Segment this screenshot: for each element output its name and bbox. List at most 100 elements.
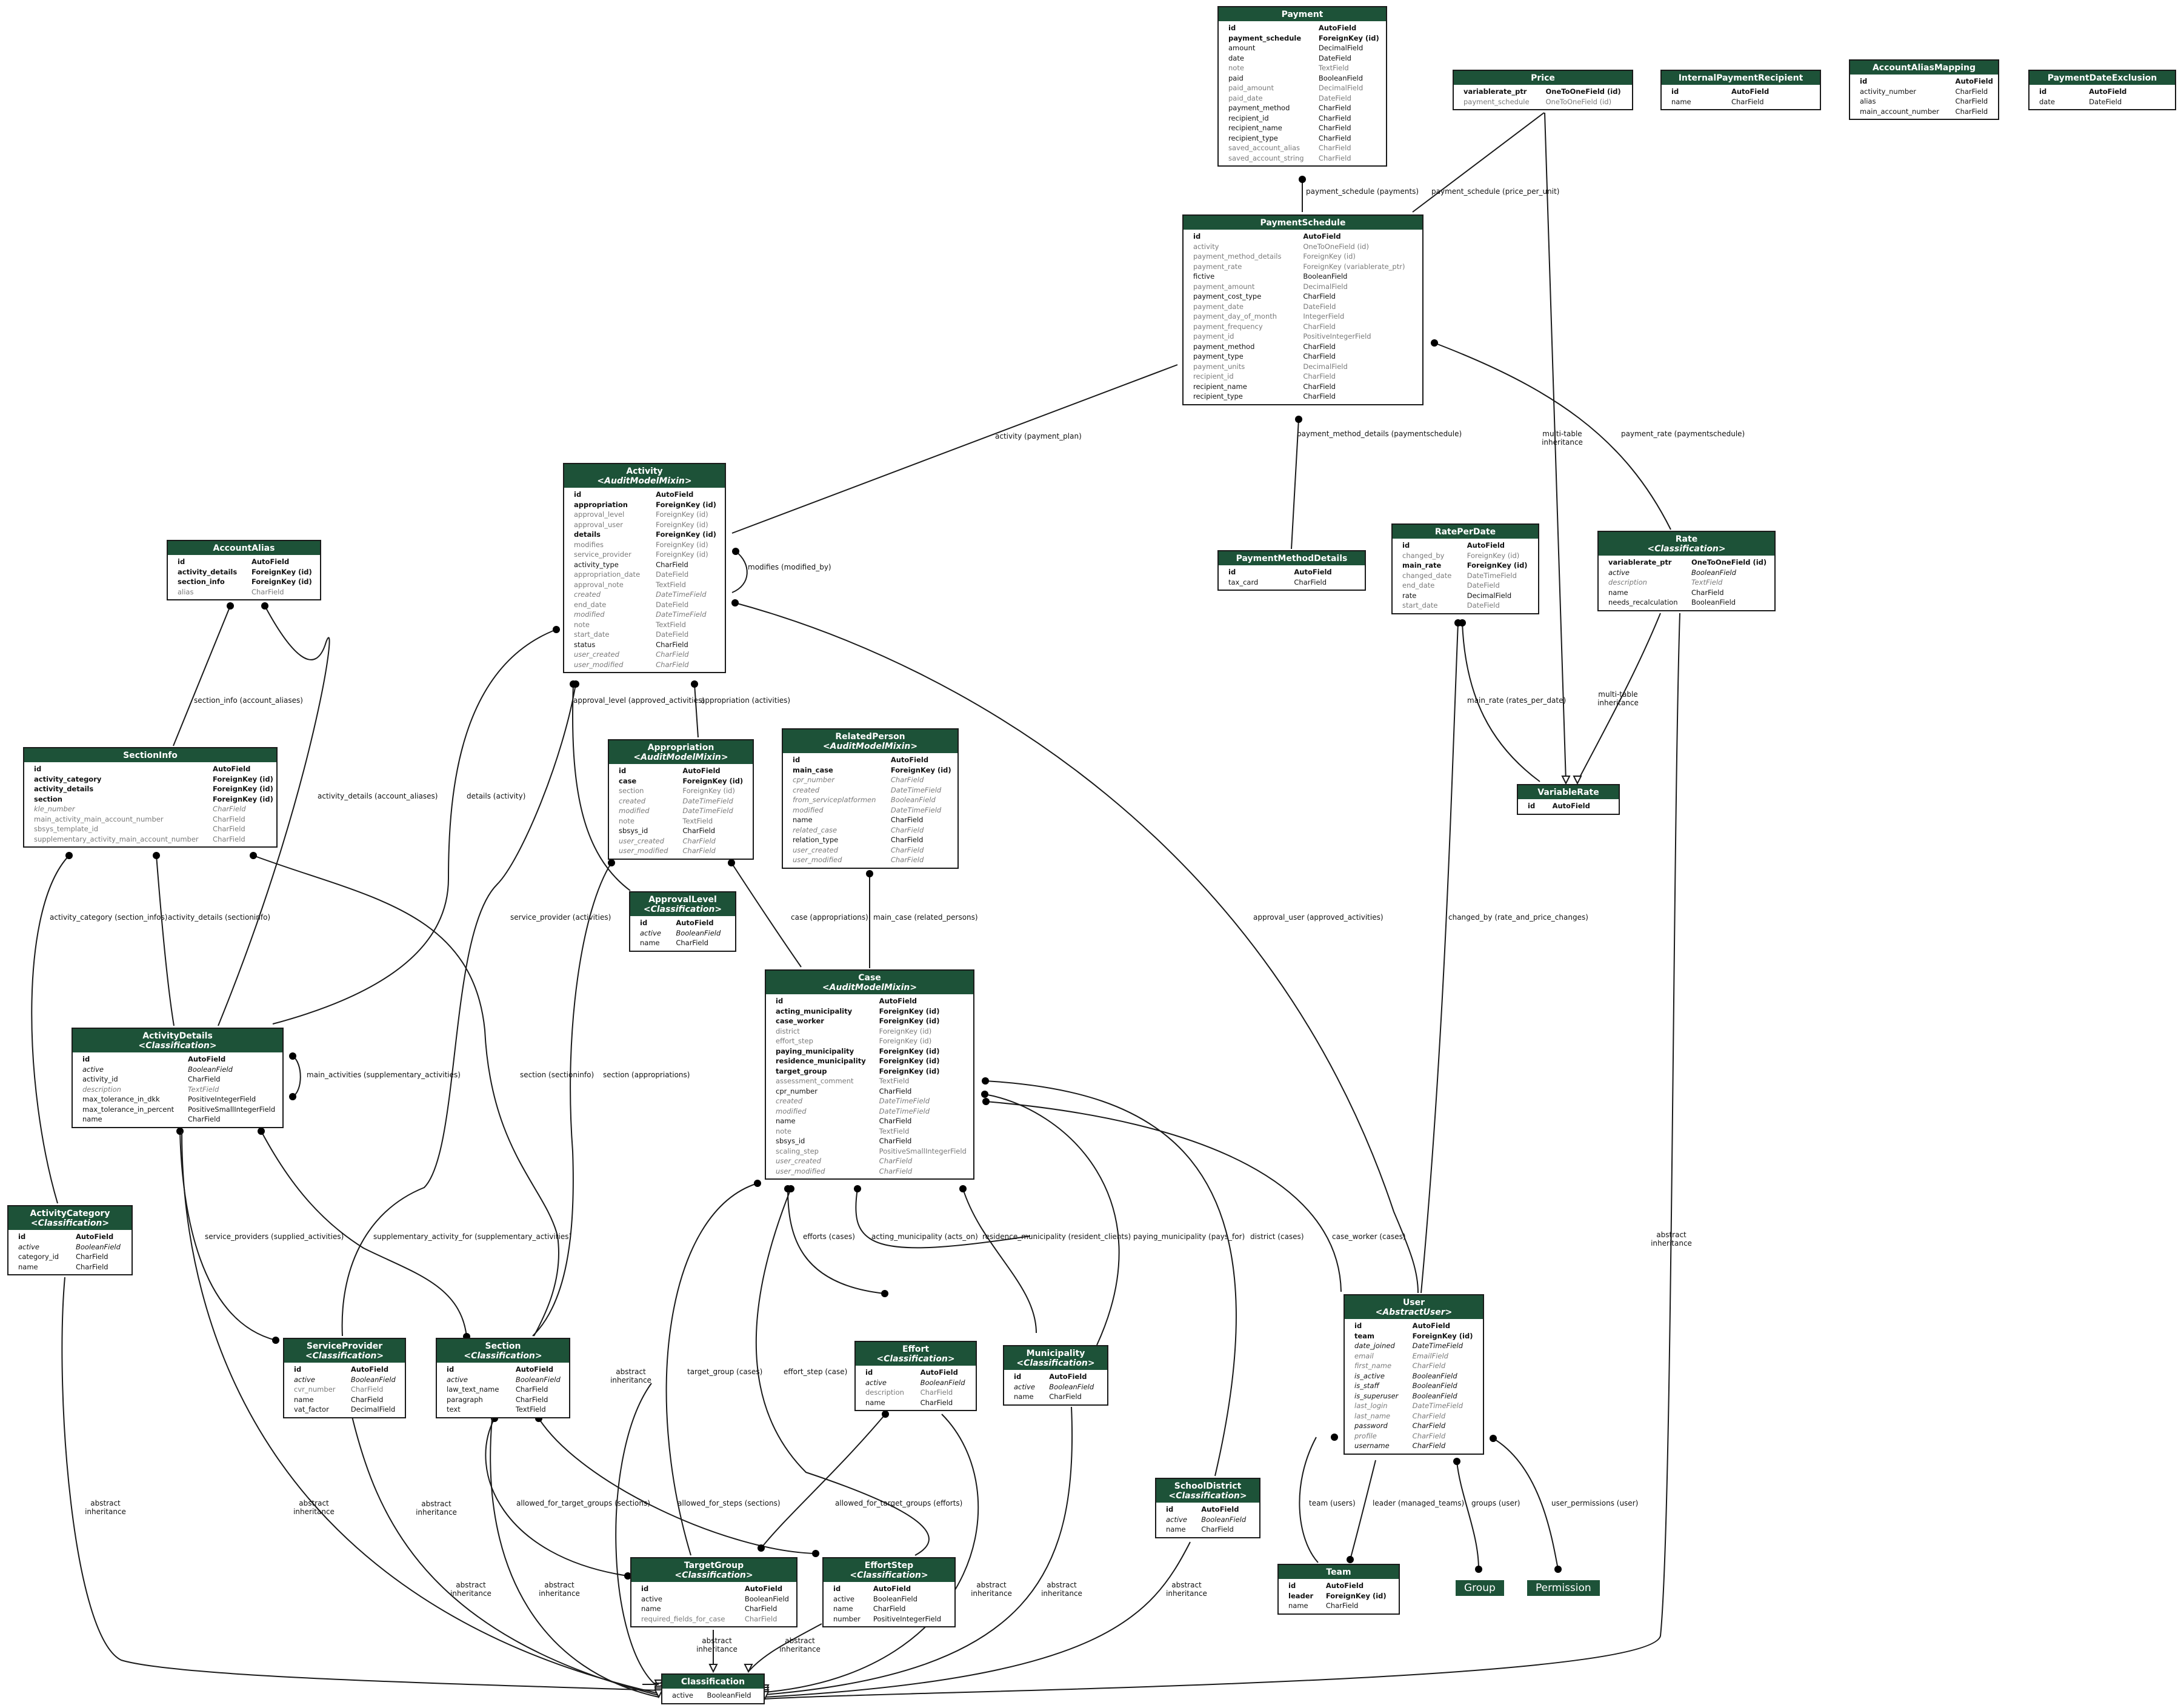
field-type: CharField: [213, 825, 245, 833]
model-header: Payment: [1219, 7, 1386, 21]
edge-label: approval_level (approved_activities): [573, 696, 705, 705]
field-type: DateField: [656, 570, 689, 579]
relationship-edge: section (sectioninfo): [250, 852, 594, 1337]
field-name: approval_note: [574, 580, 624, 589]
field-name: cpr_number: [776, 1086, 817, 1095]
field-name: alias: [178, 587, 194, 596]
field-type: AutoField: [1412, 1321, 1450, 1330]
field-row: modified DateTimeField: [564, 610, 725, 620]
model-base-class: <Classification>: [876, 1354, 955, 1364]
field-type: BooleanField: [75, 1242, 121, 1251]
field-type: AutoField: [1294, 568, 1332, 576]
model-header: Classification: [662, 1675, 764, 1689]
edge-inheritance-arrow: [1561, 776, 1571, 785]
field-type: ForeignKey (id): [656, 510, 708, 519]
field-type: CharField: [1412, 1411, 1446, 1420]
edge-endpoint-dot: [1453, 1458, 1460, 1465]
field-type: AutoField: [75, 1232, 114, 1241]
field-name: name: [640, 939, 660, 947]
model-header: RelatedPerson<AuditModelMixin>: [783, 729, 957, 753]
field-name: supplementary_activity_main_account_numb…: [34, 834, 199, 843]
field-type: TextField: [1691, 578, 1723, 587]
edge-line: [962, 1188, 1037, 1334]
field-name: modified: [574, 610, 605, 619]
field-name: start_date: [574, 630, 610, 639]
field-name: activity_number: [1860, 87, 1917, 96]
relationship-edge: case_worker (cases): [982, 1098, 1406, 1292]
edge-line: [292, 1055, 301, 1097]
edge-line: [748, 1623, 822, 1672]
model-base-class: <AbstractUser>: [1375, 1308, 1453, 1317]
field-type: DecimalField: [1318, 44, 1364, 52]
edge-endpoint-dot: [787, 1185, 794, 1192]
edge-endpoint-dot: [982, 1098, 990, 1105]
edge-label: changed_by (rate_and_price_changes): [1448, 913, 1588, 922]
field-name: note: [574, 620, 590, 629]
field-name: section: [619, 786, 644, 795]
field-type: ForeignKey (id): [879, 1046, 940, 1055]
relationship-edge: acting_municipality (acts_on): [854, 1185, 1031, 1249]
field-name: district: [776, 1026, 800, 1035]
field-type: CharField: [879, 1117, 912, 1125]
field-type: ForeignKey (id): [1467, 551, 1520, 560]
field-name: payment_rate: [1193, 262, 1242, 271]
field-name: activity_details: [178, 567, 238, 576]
field-type: CharField: [187, 1115, 221, 1123]
field-type: TextField: [515, 1405, 546, 1414]
model-header: Effort<Classification>: [856, 1342, 976, 1366]
field-name: start_date: [1402, 601, 1438, 610]
field-name: payment_method: [1193, 342, 1255, 351]
edge-endpoint-dot: [981, 1091, 988, 1098]
edge-line: [261, 1131, 467, 1337]
edge-label: appropriation (activities): [701, 696, 790, 705]
field-type: BooleanField: [1412, 1371, 1457, 1380]
edge-line: [694, 683, 699, 738]
field-type: BooleanField: [1412, 1381, 1457, 1390]
field-name: activity_type: [574, 560, 619, 569]
edge-line: [985, 1080, 1237, 1477]
relationship-edge: activity_category (section_infos): [31, 852, 167, 1204]
edge-label: activity (payment_plan): [995, 432, 1082, 440]
relationship-edge: details (activity): [272, 626, 560, 1025]
edge-line: [985, 1101, 1342, 1292]
edge-endpoint-dot: [1490, 1435, 1497, 1442]
field-name: payment_type: [1193, 352, 1244, 361]
field-type: AutoField: [1049, 1372, 1087, 1381]
model-base-class: <AuditModelMixin>: [822, 742, 918, 751]
model-header: Appropriation<AuditModelMixin>: [609, 740, 753, 764]
edge-inheritance-arrow: [744, 1664, 753, 1673]
field-type: CharField: [187, 1075, 221, 1083]
edge-label: effort_step (case): [784, 1367, 847, 1376]
field-type: BooleanField: [1049, 1382, 1094, 1391]
field-name: residence_municipality: [776, 1057, 866, 1065]
field-type: DateTimeField: [656, 610, 707, 619]
field-type: DecimalField: [1467, 591, 1512, 600]
